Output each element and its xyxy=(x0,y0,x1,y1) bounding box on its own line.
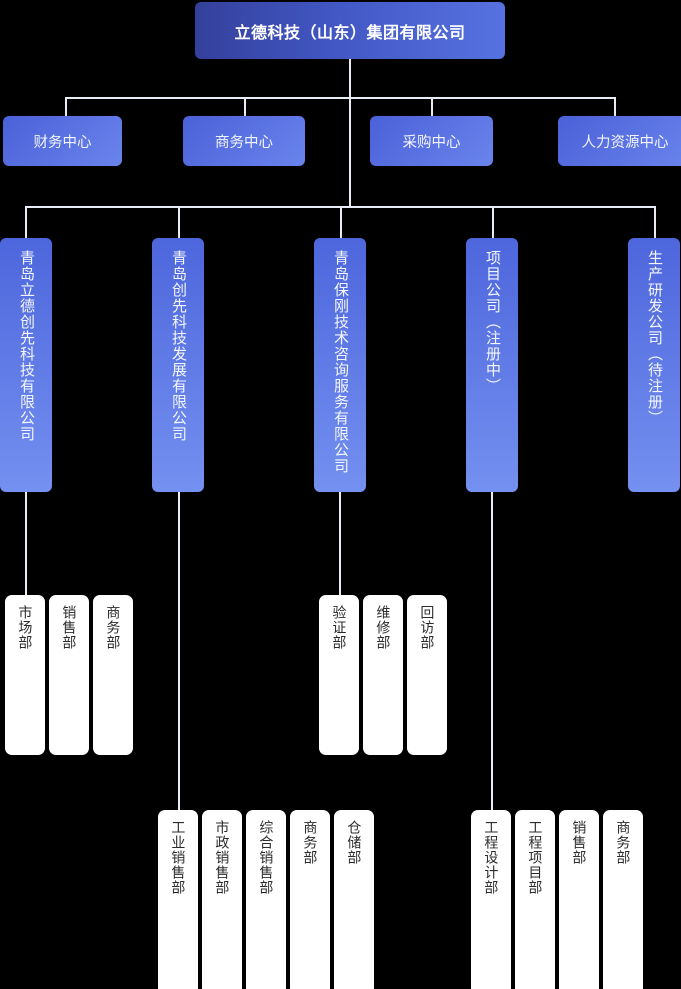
node-center-procurement[interactable]: 采购中心 xyxy=(370,116,493,166)
connector-centers-bus xyxy=(66,97,615,99)
node-dept-label: 仓储部 xyxy=(346,820,363,865)
connector-root-trunk xyxy=(349,59,351,207)
node-dept-label: 商务部 xyxy=(615,820,632,865)
node-center-label: 采购中心 xyxy=(402,134,461,151)
node-dept-label: 回访部 xyxy=(419,605,436,650)
node-dept-verification[interactable]: 验证部 xyxy=(319,595,359,755)
node-dept-integrated-sales[interactable]: 综合销售部 xyxy=(246,810,286,989)
node-dept-business-2[interactable]: 商务部 xyxy=(290,810,330,989)
node-root-label: 立德科技（山东）集团有限公司 xyxy=(234,24,466,42)
node-dept-label: 工程项目部 xyxy=(527,820,544,895)
node-dept-engineering-design[interactable]: 工程设计部 xyxy=(471,810,511,989)
node-dept-maintenance[interactable]: 维修部 xyxy=(363,595,403,755)
connector-company-drop-5 xyxy=(654,206,656,238)
connector-center-drop-4 xyxy=(614,97,616,116)
node-dept-label: 市政销售部 xyxy=(214,820,231,895)
node-dept-sales-2[interactable]: 销售部 xyxy=(559,810,599,989)
node-dept-label: 市场部 xyxy=(17,605,34,650)
node-company-chuangxian-dev[interactable]: 青岛创先科技发展有限公司 xyxy=(152,238,204,492)
node-dept-warehouse[interactable]: 仓储部 xyxy=(334,810,374,989)
node-company-project[interactable]: 项目公司（注册中） xyxy=(466,238,518,492)
node-root-company[interactable]: 立德科技（山东）集团有限公司 xyxy=(195,2,505,59)
node-dept-business[interactable]: 商务部 xyxy=(93,595,133,755)
node-dept-label: 销售部 xyxy=(571,820,588,865)
connector-company-drop-4 xyxy=(492,206,494,238)
node-dept-label: 验证部 xyxy=(331,605,348,650)
connector-dept-drop-company3 xyxy=(339,492,341,595)
connector-dept-drop-company2 xyxy=(178,492,180,810)
node-dept-business-3[interactable]: 商务部 xyxy=(603,810,643,989)
connector-center-drop-3 xyxy=(431,97,433,116)
connector-dept-drop-company1 xyxy=(25,492,27,595)
node-center-label: 商务中心 xyxy=(215,134,273,151)
node-company-label: 生产研发公司（待注册） xyxy=(645,250,663,426)
node-dept-market[interactable]: 市场部 xyxy=(5,595,45,755)
node-dept-industrial-sales[interactable]: 工业销售部 xyxy=(158,810,198,989)
node-company-label: 青岛保刚技术咨询服务有限公司 xyxy=(331,250,349,474)
connector-dept-drop-company4 xyxy=(491,492,493,810)
node-dept-engineering-project[interactable]: 工程项目部 xyxy=(515,810,555,989)
node-dept-label: 工业销售部 xyxy=(170,820,187,895)
node-dept-label: 综合销售部 xyxy=(258,820,275,895)
node-dept-label: 销售部 xyxy=(61,605,78,650)
node-company-lide-chuangxian[interactable]: 青岛立德创先科技有限公司 xyxy=(0,238,52,492)
node-dept-label: 维修部 xyxy=(375,605,392,650)
node-dept-followup[interactable]: 回访部 xyxy=(407,595,447,755)
node-dept-municipal-sales[interactable]: 市政销售部 xyxy=(202,810,242,989)
connector-company-drop-1 xyxy=(25,206,27,238)
node-dept-sales[interactable]: 销售部 xyxy=(49,595,89,755)
node-dept-label: 工程设计部 xyxy=(483,820,500,895)
node-company-baogang[interactable]: 青岛保刚技术咨询服务有限公司 xyxy=(314,238,366,492)
node-center-label: 财务中心 xyxy=(33,134,92,151)
connector-center-drop-2 xyxy=(244,97,246,116)
node-center-finance[interactable]: 财务中心 xyxy=(3,116,122,166)
connector-company-drop-2 xyxy=(178,206,180,238)
connector-company-drop-3 xyxy=(340,206,342,238)
connector-center-drop-1 xyxy=(65,97,67,116)
node-dept-label: 商务部 xyxy=(302,820,319,865)
node-center-business[interactable]: 商务中心 xyxy=(183,116,305,166)
node-dept-label: 商务部 xyxy=(105,605,122,650)
node-center-label: 人力资源中心 xyxy=(581,134,669,151)
node-company-label: 青岛创先科技发展有限公司 xyxy=(169,250,187,442)
node-company-label: 青岛立德创先科技有限公司 xyxy=(17,250,35,442)
node-company-production-rd[interactable]: 生产研发公司（待注册） xyxy=(628,238,680,492)
node-center-hr[interactable]: 人力资源中心 xyxy=(558,116,681,166)
node-company-label: 项目公司（注册中） xyxy=(483,250,501,394)
